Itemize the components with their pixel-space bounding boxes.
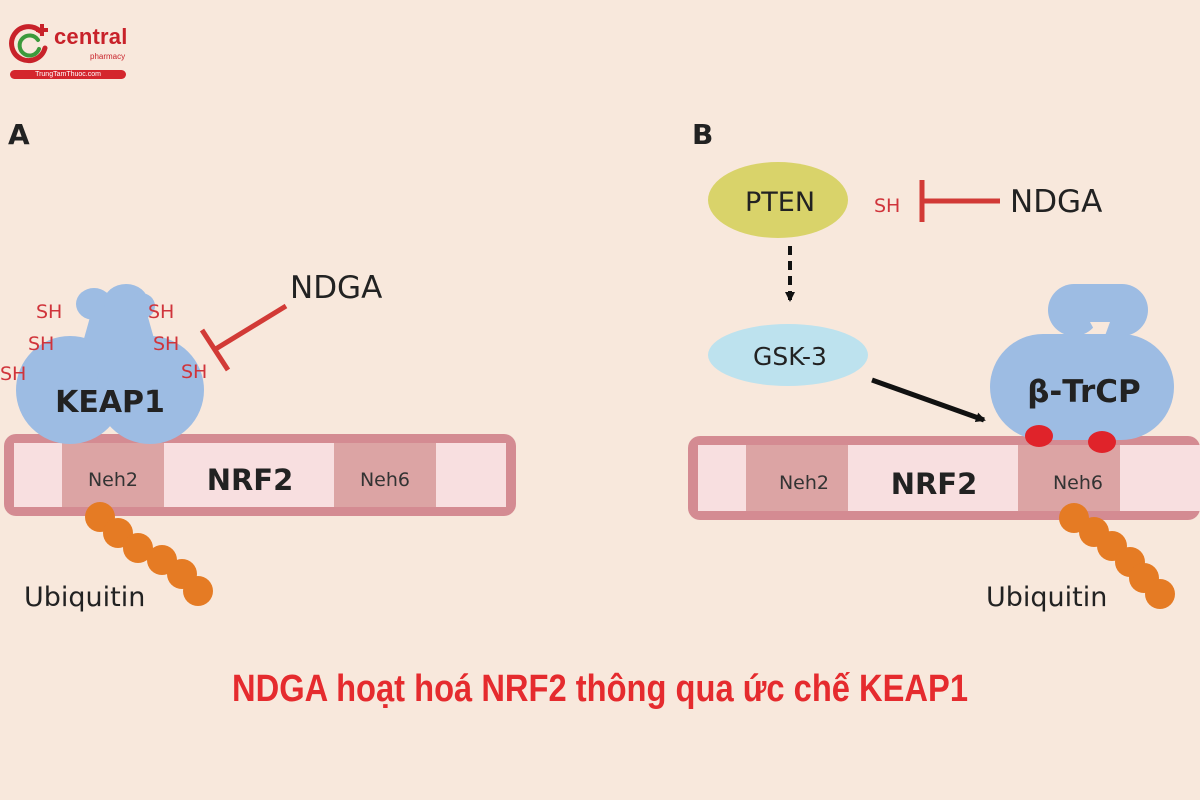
pten-protein bbox=[708, 162, 848, 238]
panel-b-label: B bbox=[692, 118, 713, 151]
phospho-dot bbox=[1088, 431, 1116, 453]
solid-arrow bbox=[871, 377, 986, 423]
neh2-segment-b bbox=[746, 445, 848, 511]
btrcp-notch bbox=[1090, 322, 1110, 344]
btrcp-label: β-TrCP bbox=[1027, 374, 1141, 410]
neh6-segment-b bbox=[1018, 445, 1120, 511]
ubiquitin-chain-a bbox=[85, 502, 213, 606]
keap1-label: KEAP1 bbox=[55, 385, 165, 420]
neh6-segment-a bbox=[334, 443, 436, 507]
ndga-inhibition-b: NDGA bbox=[919, 180, 1102, 222]
neh2-label-b: Neh2 bbox=[779, 472, 829, 494]
panel-a-label: A bbox=[8, 118, 30, 151]
logo-sub: pharmacy bbox=[90, 52, 126, 61]
gsk3-label: GSK-3 bbox=[753, 342, 827, 371]
btrcp-protein: β-TrCP bbox=[990, 284, 1174, 440]
ndga-inhibition-a: NDGA bbox=[199, 270, 382, 372]
panel-a: A Neh2 NRF2 Neh6 KEAP1 SH SH SH SH bbox=[0, 118, 516, 613]
ubiquitin-chain-b bbox=[1059, 503, 1175, 609]
sh-label: SH bbox=[36, 301, 62, 323]
inhibition-bar-a bbox=[199, 328, 231, 372]
nrf2-label-b: NRF2 bbox=[891, 467, 978, 501]
pten-label: PTEN bbox=[745, 187, 815, 218]
nrf2-bar-b: Neh2 NRF2 Neh6 bbox=[688, 436, 1200, 520]
nrf2-label-a: NRF2 bbox=[207, 463, 294, 497]
sh-label: SH bbox=[153, 333, 179, 355]
neh6-label-b: Neh6 bbox=[1053, 472, 1103, 494]
ubiquitin-label-b: Ubiquitin bbox=[986, 582, 1107, 613]
nrf2-bar-a: Neh2 NRF2 Neh6 bbox=[4, 434, 516, 516]
ndga-label-b: NDGA bbox=[1010, 184, 1102, 220]
sh-label: SH bbox=[148, 301, 174, 323]
logo-mark-icon bbox=[9, 24, 48, 64]
logo-brand: central bbox=[54, 24, 128, 49]
ubiquitin-label-a: Ubiquitin bbox=[24, 582, 145, 613]
panel-b: B PTEN SH NDGA GSK-3 Neh2 NRF2 Neh6 bbox=[688, 118, 1200, 613]
central-pharmacy-logo: central pharmacy TrungTamThuoc.com bbox=[8, 18, 138, 84]
neh2-label-a: Neh2 bbox=[88, 469, 138, 491]
sh-label-b: SH bbox=[874, 195, 900, 217]
sh-label: SH bbox=[0, 363, 26, 385]
neh6-label-a: Neh6 bbox=[360, 469, 410, 491]
logo-site: TrungTamThuoc.com bbox=[10, 70, 126, 79]
keap1-protein: KEAP1 bbox=[16, 284, 204, 444]
figure-caption: NDGA hoạt hoá NRF2 thông qua ức chế KEAP… bbox=[231, 668, 969, 710]
sh-label: SH bbox=[181, 361, 207, 383]
phospho-dot bbox=[1025, 425, 1053, 447]
ndga-label-a: NDGA bbox=[290, 270, 382, 306]
sh-groups-a: SH SH SH SH SH SH bbox=[0, 301, 207, 385]
inhibition-line-a bbox=[212, 303, 288, 353]
sh-label: SH bbox=[28, 333, 54, 355]
gsk3-protein bbox=[708, 324, 868, 386]
neh2-segment-a bbox=[62, 443, 164, 507]
